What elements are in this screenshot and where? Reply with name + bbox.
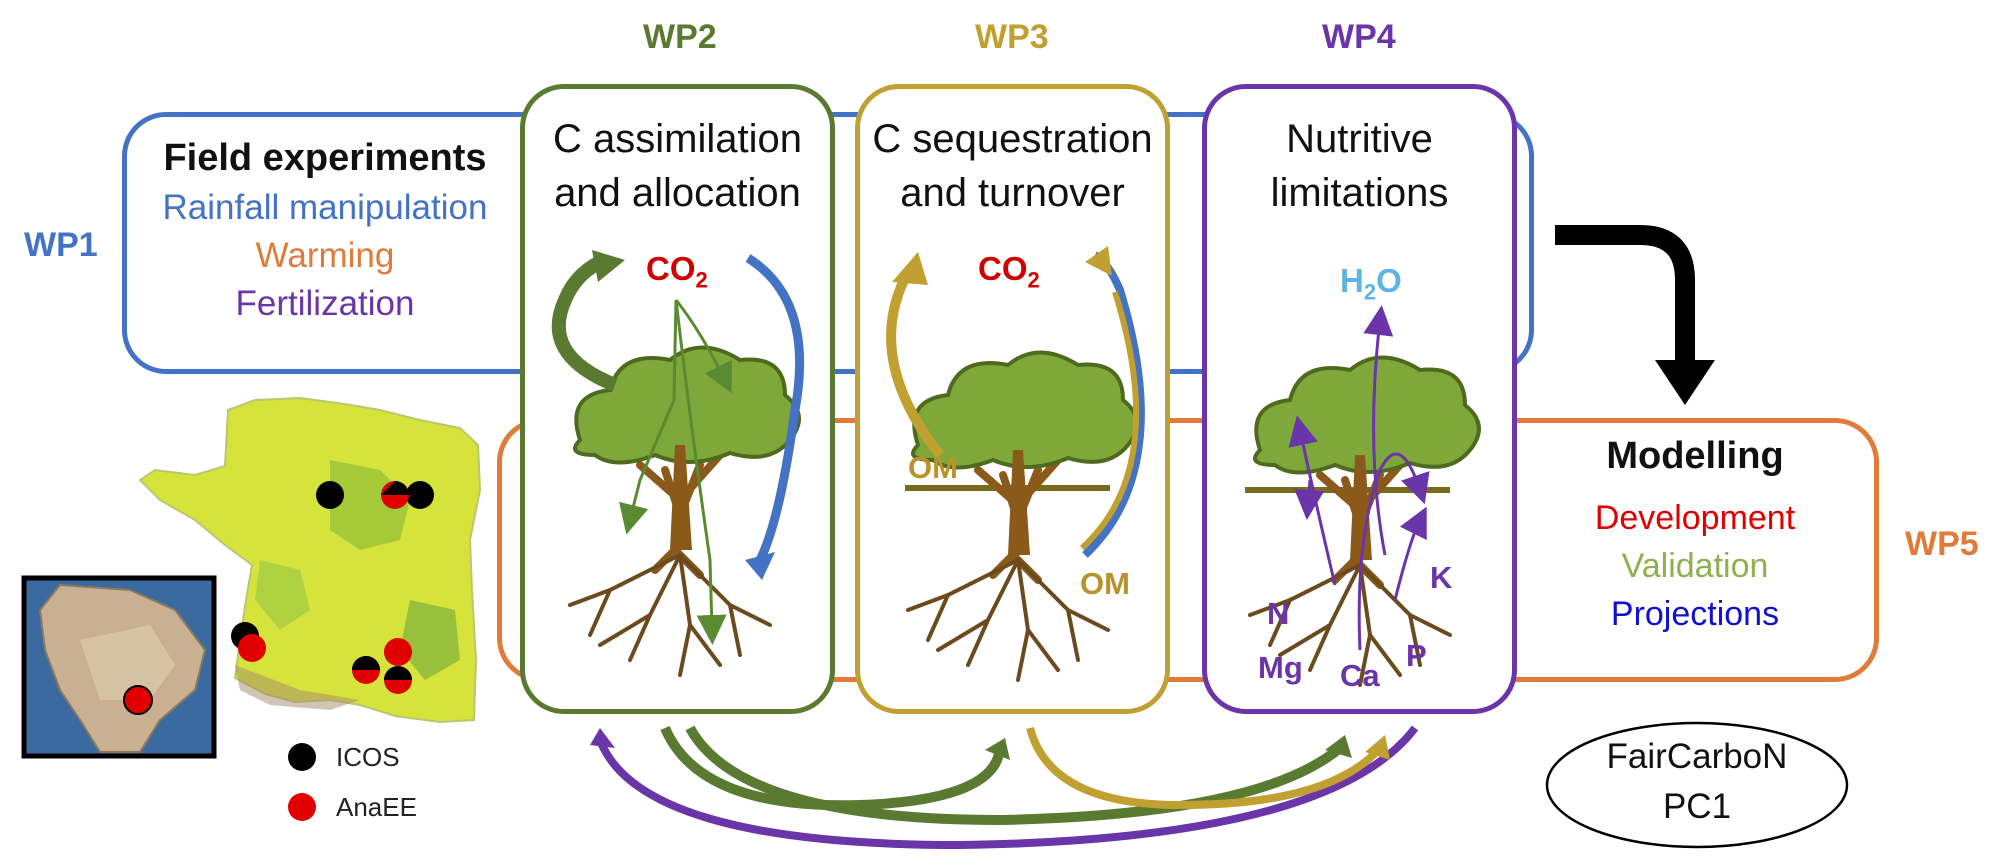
wp2-label: WP2 (643, 18, 717, 56)
wp1-item-warming: Warming (255, 236, 395, 275)
project-label: FairCarboN PC1 (1547, 732, 1847, 832)
wp2-co2-text: CO (646, 250, 696, 287)
wp5-item-validation: Validation (1621, 547, 1769, 585)
nutrient-p: P (1406, 638, 1427, 673)
project-name: FairCarboN (1606, 737, 1788, 776)
wp5-item-development: Development (1594, 499, 1796, 537)
wp4-h2o-h: H (1340, 262, 1364, 299)
wp1-text-block: Field experiments Rainfall manipulation … (130, 132, 520, 328)
nutrient-ca: Ca (1340, 658, 1380, 693)
wp1-label: WP1 (24, 226, 98, 264)
brazil-inset-map (21, 575, 217, 759)
wp2-title-line2: and allocation (554, 171, 801, 215)
wp3-om-bottom-label: OM (1080, 566, 1130, 601)
nutrient-mg: Mg (1258, 650, 1303, 685)
wp5-text-block: Modelling Development Validation Project… (1540, 428, 1850, 638)
france-map (138, 396, 482, 724)
wp4-title: Nutritive limitations (1207, 112, 1512, 220)
wp5-label: WP5 (1905, 525, 1979, 563)
wp3-om-top-label: OM (908, 450, 958, 485)
wp3-co2-text: CO (978, 250, 1028, 287)
wp2-tree-illustration (551, 250, 805, 675)
wp4-label: WP4 (1322, 18, 1396, 56)
wp3-tree-illustration (886, 246, 1145, 680)
nutrient-n: N (1267, 596, 1290, 631)
wp2-co2-label: CO2 (646, 250, 708, 294)
wp4-h2o-label: H2O (1340, 262, 1402, 306)
project-code: PC1 (1662, 787, 1732, 826)
nutrient-k: K (1430, 560, 1453, 595)
wp3-label: WP3 (975, 18, 1049, 56)
flow-to-modelling-arrow (1555, 225, 1715, 405)
wp4-h2o-o: O (1376, 262, 1402, 299)
wp-exchange-arrows (590, 725, 1419, 850)
wp4-title-line2: limitations (1270, 171, 1449, 215)
wp3-co2-sub: 2 (1027, 267, 1040, 293)
wp2-title-line1: C assimilation (553, 117, 802, 161)
wp1-item-rainfall: Rainfall manipulation (162, 188, 488, 227)
wp3-title-line2: and turnover (900, 171, 1125, 215)
wp3-title: C sequestration and turnover (860, 112, 1165, 220)
wp2-co2-sub: 2 (695, 267, 708, 293)
wp4-tree-illustration (1245, 305, 1479, 685)
legend-icos-label: ICOS (336, 742, 400, 772)
wp3-title-line1: C sequestration (872, 117, 1153, 161)
wp4-title-line1: Nutritive (1286, 117, 1433, 161)
legend-anaee-dot (288, 793, 316, 821)
legend-icos-dot (288, 743, 316, 771)
project-ellipse (1545, 721, 1849, 849)
wp4-h2o-sub: 2 (1363, 279, 1377, 305)
wp1-title: Field experiments (163, 137, 487, 179)
wp1-item-fertilization: Fertilization (235, 284, 415, 323)
wp5-title: Modelling (1606, 435, 1784, 477)
wp5-item-projections: Projections (1610, 595, 1780, 633)
wp3-co2-label: CO2 (978, 250, 1040, 294)
wp2-title: C assimilation and allocation (525, 112, 830, 220)
legend-anaee-label: AnaEE (336, 792, 417, 822)
